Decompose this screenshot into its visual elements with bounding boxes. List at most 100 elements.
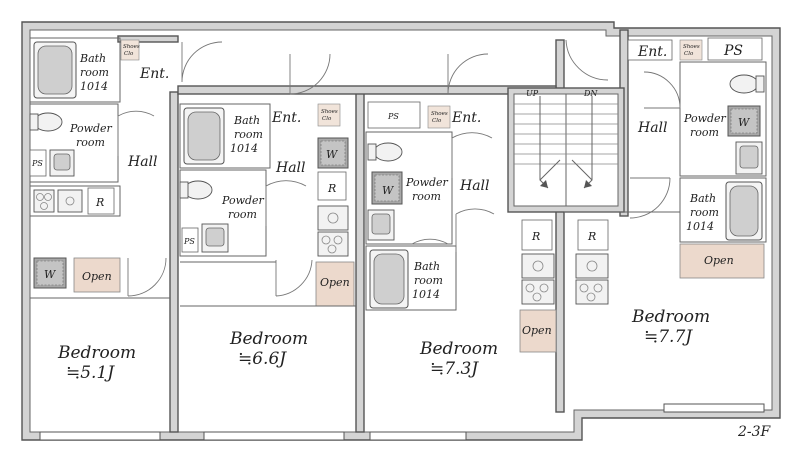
bedroom-size-1: ≒5.1J bbox=[66, 363, 115, 383]
stairs-down-label: DN bbox=[583, 89, 598, 98]
svg-text:Open: Open bbox=[522, 324, 552, 337]
svg-text:Hall: Hall bbox=[459, 178, 490, 194]
stove bbox=[317, 231, 349, 257]
svg-text:Hall: Hall bbox=[127, 154, 158, 170]
sink bbox=[201, 223, 229, 253]
svg-text:W: W bbox=[326, 148, 339, 161]
svg-text:1014: 1014 bbox=[80, 80, 108, 93]
bedroom-label-1: Bedroom bbox=[57, 343, 136, 363]
svg-text:Powder: Powder bbox=[683, 112, 727, 125]
svg-text:Hall: Hall bbox=[275, 160, 306, 176]
stove bbox=[521, 279, 555, 305]
svg-text:PS: PS bbox=[183, 237, 195, 246]
svg-text:Bath: Bath bbox=[79, 52, 106, 65]
svg-text:PS: PS bbox=[31, 159, 43, 168]
refrigerator-box bbox=[87, 187, 115, 215]
window bbox=[369, 431, 467, 441]
svg-text:W: W bbox=[738, 116, 751, 129]
stairs-up-label: UP bbox=[526, 89, 539, 98]
unit-4: Shoes Clo bbox=[564, 37, 767, 413]
unit1-top-wall bbox=[117, 35, 179, 43]
svg-text:Hall: Hall bbox=[637, 120, 668, 136]
svg-text:Clo: Clo bbox=[684, 51, 694, 57]
svg-text:Open: Open bbox=[320, 276, 350, 289]
kitchen-sink bbox=[575, 253, 609, 279]
bathtub bbox=[183, 107, 225, 165]
svg-text:1014: 1014 bbox=[230, 142, 258, 155]
bedroom-size-2: ≒6.6J bbox=[238, 349, 287, 369]
stairwell bbox=[507, 87, 625, 213]
corridor-wall bbox=[177, 85, 557, 95]
svg-text:room: room bbox=[690, 126, 719, 139]
shoes-closet bbox=[427, 105, 451, 129]
bathtub bbox=[33, 41, 77, 99]
svg-text:Powder: Powder bbox=[405, 176, 449, 189]
svg-text:room: room bbox=[414, 274, 443, 287]
svg-text:Bath: Bath bbox=[413, 260, 440, 273]
svg-text:R: R bbox=[531, 230, 540, 243]
svg-text:R: R bbox=[95, 196, 104, 209]
svg-text:Shoes: Shoes bbox=[683, 44, 700, 50]
svg-text:R: R bbox=[587, 230, 596, 243]
toilet bbox=[729, 74, 765, 94]
floor-level-label: 2-3F bbox=[737, 424, 772, 440]
stove bbox=[33, 189, 55, 213]
svg-text:room: room bbox=[76, 136, 105, 149]
unit-3: Shoes Clo bbox=[365, 53, 557, 441]
svg-text:1014: 1014 bbox=[686, 220, 714, 233]
svg-text:PS: PS bbox=[387, 112, 399, 121]
svg-text:Bath: Bath bbox=[689, 192, 716, 205]
bedroom-label-4: Bedroom bbox=[631, 307, 710, 327]
svg-text:Bath: Bath bbox=[233, 114, 260, 127]
refrigerator-box bbox=[521, 219, 553, 251]
svg-text:Shoes: Shoes bbox=[321, 109, 338, 115]
window bbox=[203, 431, 345, 441]
svg-text:PS: PS bbox=[723, 43, 743, 59]
bedroom-label-2: Bedroom bbox=[229, 329, 308, 349]
open-closet bbox=[519, 309, 557, 353]
svg-text:Shoes: Shoes bbox=[431, 111, 448, 117]
svg-text:room: room bbox=[690, 206, 719, 219]
kitchen-sink bbox=[57, 189, 83, 213]
svg-text:room: room bbox=[412, 190, 441, 203]
svg-text:Powder: Powder bbox=[221, 194, 265, 207]
sink bbox=[367, 209, 395, 241]
svg-text:Clo: Clo bbox=[432, 118, 442, 124]
svg-text:Ent.: Ent. bbox=[139, 66, 169, 82]
toilet bbox=[367, 142, 403, 162]
kitchen-sink bbox=[317, 205, 349, 231]
svg-text:Shoes: Shoes bbox=[123, 44, 140, 50]
divider-wall-3-stairs bbox=[555, 39, 565, 413]
unit-1: Shoes Clo bbox=[29, 37, 223, 441]
svg-text:W: W bbox=[382, 184, 395, 197]
toilet bbox=[179, 180, 213, 200]
open-closet bbox=[315, 261, 355, 307]
svg-text:Open: Open bbox=[82, 270, 112, 283]
divider-wall-1-2 bbox=[169, 91, 179, 433]
bedroom-label-3: Bedroom bbox=[419, 339, 498, 359]
svg-text:Ent.: Ent. bbox=[637, 44, 667, 60]
bathtub bbox=[369, 249, 409, 309]
refrigerator-box bbox=[317, 171, 347, 201]
svg-text:Clo: Clo bbox=[124, 51, 134, 57]
unit-2: Shoes Clo bbox=[179, 53, 356, 441]
open-closet bbox=[73, 257, 121, 293]
sink bbox=[49, 149, 75, 177]
kitchen-sink bbox=[521, 253, 555, 279]
svg-text:Ent.: Ent. bbox=[271, 110, 301, 126]
svg-text:R: R bbox=[327, 182, 336, 195]
svg-text:Clo: Clo bbox=[322, 116, 332, 122]
bedroom-size-3: ≒7.3J bbox=[430, 359, 479, 379]
shoes-closet bbox=[317, 103, 341, 127]
svg-text:1014: 1014 bbox=[412, 288, 440, 301]
svg-text:Powder: Powder bbox=[69, 122, 113, 135]
shoes-closet bbox=[120, 39, 140, 61]
shoes-closet bbox=[679, 39, 703, 61]
window bbox=[663, 403, 765, 413]
svg-text:W: W bbox=[44, 268, 57, 281]
open-closet bbox=[679, 243, 765, 279]
bathtub bbox=[725, 181, 763, 241]
window bbox=[39, 431, 161, 441]
toilet bbox=[29, 112, 63, 132]
